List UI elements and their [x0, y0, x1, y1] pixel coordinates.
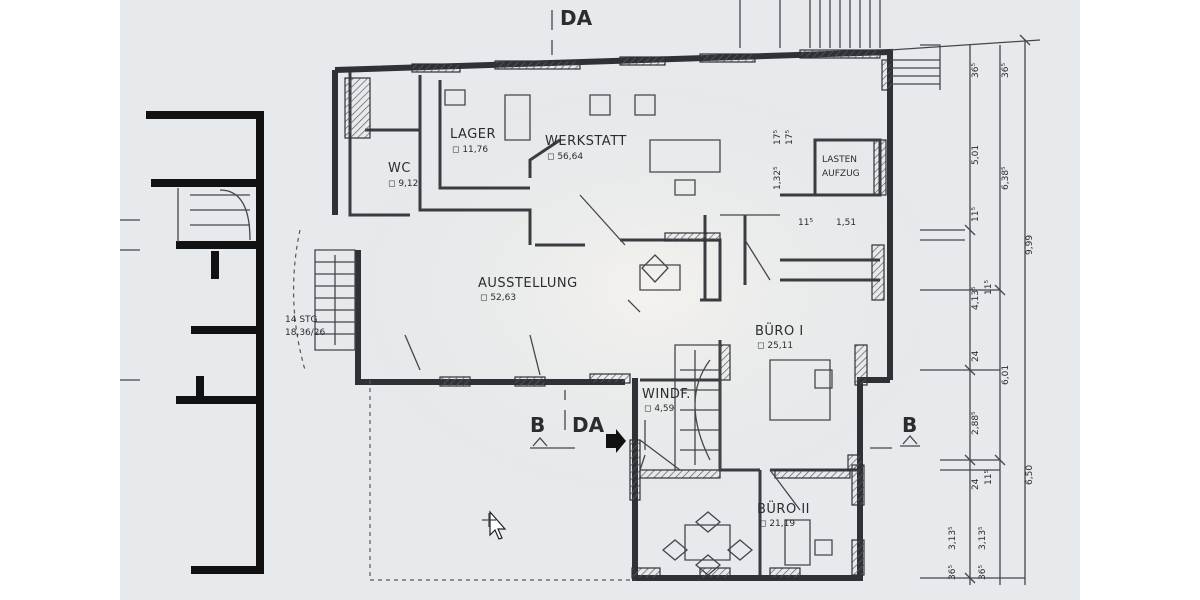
room-buero2-area: ◻ 21,19: [759, 519, 795, 529]
move-cursor-icon: [482, 510, 507, 540]
dim-365-a: 36⁵: [948, 565, 958, 580]
section-da-middle: DA: [572, 413, 605, 437]
room-werkstatt-area: ◻ 56,64: [547, 152, 583, 162]
floor-plan: LAGER ◻ 11,76 WERKSTATT ◻ 56,64 WC ◻ 9,1…: [120, 0, 1080, 600]
room-buero1-label: BÜRO I: [755, 322, 804, 339]
dim-601: 6,01: [1001, 365, 1011, 385]
dim-aufzug-175-b: 17⁵: [785, 130, 795, 145]
dim-313-a: 3,13⁵: [948, 526, 958, 550]
room-lager-area: ◻ 11,76: [452, 145, 488, 155]
section-markers: DA DA B B: [530, 6, 920, 449]
dim-115-b: 11⁵: [984, 280, 994, 295]
section-b-left: B: [530, 413, 545, 437]
dim-650: 6,50: [1025, 465, 1035, 485]
room-ausstellung-area: ◻ 52,63: [480, 293, 516, 303]
dim-24-a: 24: [971, 350, 981, 362]
dim-115-a: 11⁵: [971, 207, 981, 222]
outer-walls: [332, 48, 893, 581]
fixtures: [292, 0, 941, 581]
dim-aufzug-175-a: 17⁵: [773, 130, 783, 145]
section-da-top: DA: [560, 6, 593, 30]
dimension-lines: [120, 34, 1041, 585]
room-wc-label: WC: [388, 161, 411, 176]
entrance-arrow-icon: [606, 429, 626, 453]
room-windf-label: WINDF.: [642, 387, 691, 402]
dim-aufzug-115: 11⁵: [798, 218, 813, 228]
room-buero1-area: ◻ 25,11: [757, 341, 793, 351]
room-windf-area: ◻ 4,59: [644, 404, 675, 414]
dim-501: 5,01: [971, 145, 981, 165]
dim-638: 6,38⁵: [1001, 166, 1011, 190]
stair-ratio-label: 18,36/26: [285, 328, 326, 338]
stair-steps-label: 14 STG: [285, 315, 318, 325]
dim-aufzug-132: 1,32⁵: [773, 166, 783, 190]
dim-aufzug-151: 1,51: [836, 218, 856, 228]
dim-999: 9,99: [1025, 235, 1035, 255]
neighbour-building: [146, 111, 264, 574]
floor-plan-photo: LAGER ◻ 11,76 WERKSTATT ◻ 56,64 WC ◻ 9,1…: [120, 0, 1080, 600]
dim-413: 4,13⁵: [971, 286, 981, 310]
interior-walls: [344, 72, 882, 575]
dimension-labels: 36⁵ 36⁵ 5,01 6,38⁵ 9,99 11⁵ 4,13⁵ 11⁵ 24…: [773, 63, 1035, 580]
room-buero2-label: BÜRO II: [757, 500, 810, 517]
room-wc-area: ◻ 9,12: [388, 179, 418, 189]
dim-top-a: 36⁵: [971, 63, 981, 78]
room-labels: LAGER ◻ 11,76 WERKSTATT ◻ 56,64 WC ◻ 9,1…: [285, 127, 860, 529]
section-b-right: B: [902, 413, 917, 437]
room-lastenaufzug-label-2: AUFZUG: [822, 169, 860, 179]
dim-115-c: 11⁵: [984, 470, 994, 485]
room-lager-label: LAGER: [450, 127, 496, 142]
dim-288: 2,88⁵: [971, 411, 981, 435]
dim-24-b: 24: [971, 478, 981, 490]
dim-365-b: 36⁵: [978, 565, 988, 580]
room-ausstellung-label: AUSSTELLUNG: [478, 276, 578, 291]
room-werkstatt-label: WERKSTATT: [545, 134, 627, 149]
dim-313-b: 3,13⁵: [978, 526, 988, 550]
room-lastenaufzug-label-1: LASTEN: [822, 155, 857, 165]
dim-top-b: 36⁵: [1001, 63, 1011, 78]
